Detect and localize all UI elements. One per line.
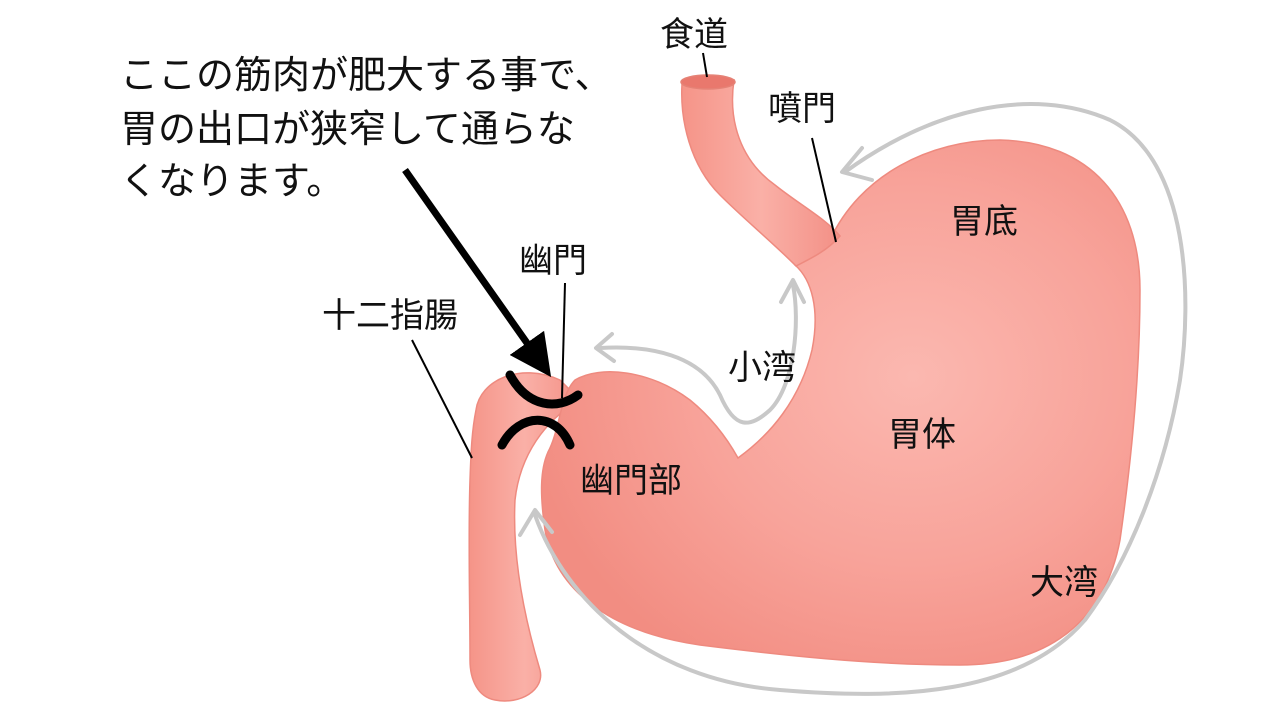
lesser-curvature-arrowhead-left: [594, 332, 616, 363]
leader-duodenum: [411, 339, 473, 459]
label-fundus: 胃底: [950, 202, 1018, 242]
pyloric-muscle-lower: [497, 415, 575, 450]
note-line-3: くなります。: [120, 159, 344, 203]
stomach-shape: [540, 139, 1141, 666]
label-pylorus: 幽門: [519, 241, 587, 281]
label-body: 胃体: [888, 415, 956, 455]
label-duodenum: 十二指腸: [322, 296, 458, 336]
label-cardia: 噴門: [768, 89, 836, 129]
label-lesser-curvature: 小湾: [728, 348, 796, 388]
greater-curvature-arrow: [533, 102, 1188, 696]
greater-curvature-arrowhead-bottom: [518, 508, 554, 537]
lesser-curvature-arrowhead-top: [779, 278, 806, 304]
pointer-arrow: [402, 167, 552, 378]
note-line-2: 胃の出口が狭窄して通らな: [120, 107, 575, 151]
esophagus-shape: [681, 79, 841, 267]
greater-curvature-arrowhead-top: [840, 146, 874, 182]
label-greater-curvature: 大湾: [1030, 563, 1098, 603]
label-esophagus: 食道: [660, 15, 728, 55]
leader-pylorus: [561, 282, 566, 399]
leader-cardia: [811, 137, 837, 243]
lesser-curvature-arrow: [598, 283, 798, 425]
leader-esophagus: [702, 52, 708, 78]
label-pyloric-part: 幽門部: [580, 461, 682, 501]
esophagus-opening: [680, 74, 736, 90]
note-line-1: ここの筋肉が肥大する事で、: [120, 53, 612, 97]
pyloric-muscle-upper: [505, 370, 583, 409]
